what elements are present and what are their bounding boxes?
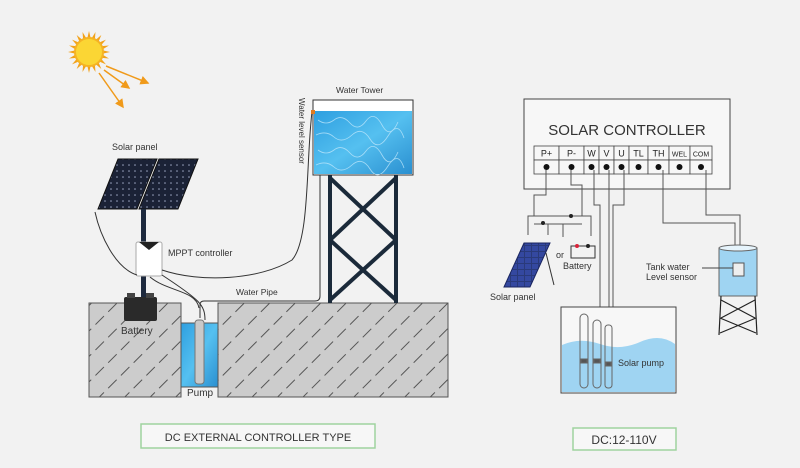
solar-pump-label: Solar pump — [618, 358, 664, 368]
terminal-screw — [543, 164, 550, 170]
terminal-screw — [568, 164, 575, 170]
right-battery-label: Battery — [563, 261, 592, 271]
left-caption-box — [140, 423, 376, 449]
left-caption: DC EXTERNAL CONTROLLER TYPE — [165, 432, 351, 444]
terminal-screw — [603, 164, 610, 170]
pump-units-icon — [579, 313, 613, 389]
terminal-screw — [655, 164, 662, 170]
terminal-label: WEL — [672, 152, 687, 159]
right-battery-icon — [570, 244, 596, 259]
terminal-wel: WEL — [668, 145, 691, 175]
terminal-label: COM — [693, 152, 710, 159]
terminal-label: W — [587, 149, 596, 159]
right-caption: DC:12-110V — [591, 433, 656, 447]
battery-icon — [124, 293, 157, 321]
terminal-tl: TL — [628, 145, 649, 175]
or-label: or — [556, 250, 564, 260]
ground-right — [217, 302, 449, 398]
terminal-pplus: P+ — [533, 145, 560, 175]
cables — [94, 111, 313, 321]
mppt-controller-icon — [135, 241, 163, 277]
battery-label: Battery — [121, 326, 153, 337]
terminal-screw — [698, 164, 704, 170]
water-pipe-label: Water Pipe — [236, 287, 278, 297]
sun-ray-spike — [87, 65, 91, 73]
terminal-label: TL — [633, 149, 644, 159]
terminal-screw — [618, 164, 625, 170]
terminal-label: V — [603, 149, 609, 159]
terminal-label: P- — [567, 149, 576, 159]
terminal-pminus: P- — [558, 145, 585, 175]
pump-label: Pump — [187, 388, 214, 399]
sun-rays — [98, 65, 150, 109]
sun-icon — [68, 31, 110, 73]
terminal-w: W — [583, 145, 600, 175]
terminal-screw — [588, 164, 595, 170]
terminal-screw — [635, 164, 642, 170]
terminal-screw — [676, 164, 683, 170]
water-tower-label: Water Tower — [336, 85, 383, 95]
tank-tower-icon — [718, 244, 758, 336]
sun-ray-spike — [102, 50, 110, 54]
water-pipe — [199, 111, 321, 318]
water-level-sensor-label: Water level sensor — [297, 98, 306, 164]
tank-sensor-label-line1: Tank water — [646, 262, 690, 272]
terminal-v: V — [598, 145, 615, 175]
pump-icon — [194, 319, 205, 385]
controller-wiring — [527, 170, 741, 310]
water-tower-icon — [311, 99, 414, 303]
terminal-com: COM — [689, 145, 713, 175]
solar-panel-label: Solar panel — [112, 142, 158, 152]
right-caption-box — [572, 427, 677, 451]
solar-controller-box: SOLAR CONTROLLER — [523, 98, 731, 190]
sun-ray-spike — [68, 50, 76, 54]
terminal-label: P+ — [541, 149, 552, 159]
solar-pump-tank: Solar pump — [560, 306, 677, 394]
terminal-label: TH — [653, 149, 665, 159]
terminal-th: TH — [647, 145, 670, 175]
solar-panel-icon — [97, 158, 199, 301]
terminal-label: U — [618, 149, 625, 159]
right-solar-panel-icon — [503, 242, 555, 288]
sun-ray-spike — [87, 31, 91, 39]
tank-sensor-label-line2: Level sensor — [646, 272, 697, 282]
mppt-controller-label: MPPT controller — [168, 248, 232, 258]
right-solar-panel-label: Solar panel — [490, 292, 536, 302]
controller-title: SOLAR CONTROLLER — [548, 122, 706, 139]
terminal-u: U — [613, 145, 630, 175]
